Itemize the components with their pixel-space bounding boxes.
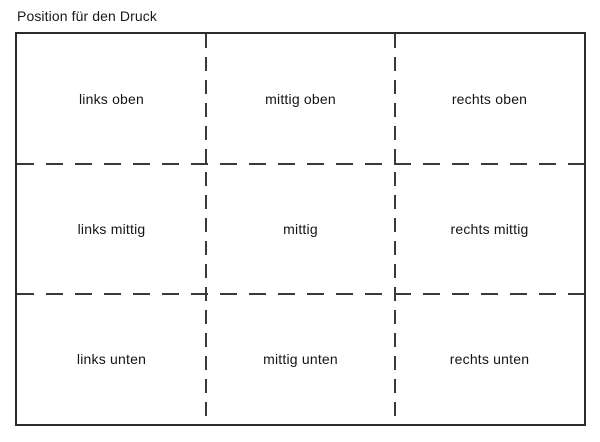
cell-mittig: mittig <box>206 164 395 294</box>
cell-label: rechts mittig <box>450 221 529 237</box>
cell-links-oben: links oben <box>17 34 206 164</box>
cell-label: links oben <box>78 91 145 107</box>
position-grid: links oben mittig oben rechts oben links… <box>17 34 584 424</box>
cell-links-unten: links unten <box>17 294 206 424</box>
cell-label: mittig <box>283 221 318 237</box>
cell-label: links unten <box>76 351 147 367</box>
diagram-title: Position für den Druck <box>17 8 157 24</box>
cell-mittig-oben: mittig oben <box>206 34 395 164</box>
cell-label: links mittig <box>77 221 146 237</box>
cell-rechts-unten: rechts unten <box>395 294 584 424</box>
position-grid-frame: links oben mittig oben rechts oben links… <box>15 32 586 426</box>
cell-mittig-unten: mittig unten <box>206 294 395 424</box>
cell-label: rechts oben <box>451 91 528 107</box>
cell-rechts-mittig: rechts mittig <box>395 164 584 294</box>
cell-label: rechts unten <box>449 351 530 367</box>
cell-label: mittig oben <box>265 91 336 107</box>
cell-links-mittig: links mittig <box>17 164 206 294</box>
cell-label: mittig unten <box>263 351 338 367</box>
cell-rechts-oben: rechts oben <box>395 34 584 164</box>
